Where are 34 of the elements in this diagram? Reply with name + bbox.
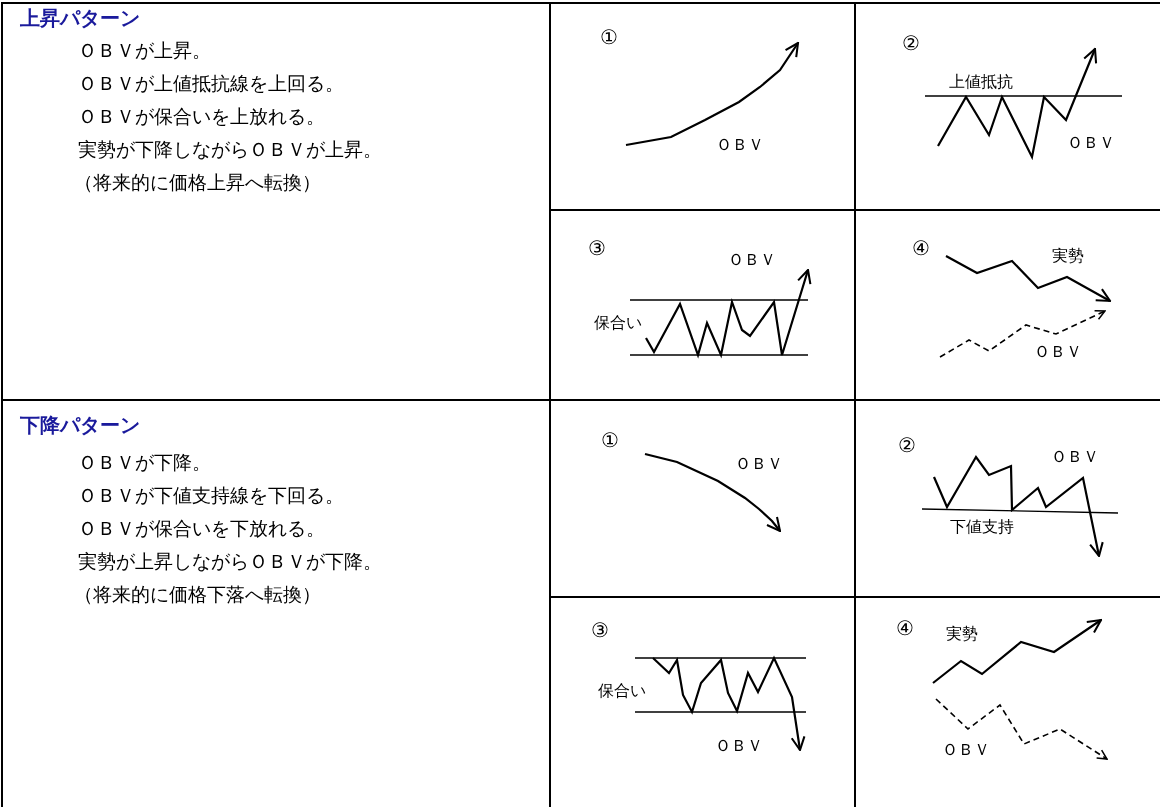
line-label: 保合い — [594, 315, 642, 331]
line-label: 上値抵抗 — [949, 74, 1013, 90]
line-label: ＯＢＶ — [1051, 449, 1099, 465]
panel-number: ① — [600, 27, 618, 47]
line-label: 実勢 — [946, 626, 978, 642]
condition-text: ＯＢＶが下降。 — [78, 452, 211, 472]
condition-text: ＯＢＶが保合いを上放れる。 — [78, 106, 325, 126]
panel-number: ④ — [912, 238, 930, 258]
panel-number: ④ — [896, 618, 914, 638]
line-label: ＯＢＶ — [942, 742, 990, 758]
line-label: 実勢 — [1052, 248, 1084, 264]
panel-number: ② — [898, 435, 916, 455]
line-label: ＯＢＶ — [716, 137, 764, 153]
condition-text: 実勢が下降しながらＯＢＶが上昇。 — [78, 139, 382, 159]
line-label: ＯＢＶ — [728, 252, 776, 268]
panel-number: ① — [601, 430, 619, 450]
line-label: ＯＢＶ — [1067, 135, 1115, 151]
note-text: （将来的に価格下落へ転換） — [74, 584, 321, 604]
panel-number: ③ — [588, 238, 606, 258]
note-text: （将来的に価格上昇へ転換） — [74, 172, 321, 192]
line-label: ＯＢＶ — [715, 738, 763, 754]
condition-text: ＯＢＶが保合いを下放れる。 — [78, 518, 325, 538]
panel-number: ② — [902, 33, 920, 53]
pattern-heading: 下降パターン — [20, 415, 140, 435]
condition-text: ＯＢＶが上昇。 — [78, 40, 211, 60]
line-label: ＯＢＶ — [1034, 344, 1082, 360]
line-label: ＯＢＶ — [735, 456, 783, 472]
panel-number: ③ — [591, 620, 609, 640]
line-label: 保合い — [598, 683, 646, 699]
line-label: 下値支持 — [950, 519, 1014, 535]
condition-text: ＯＢＶが下値支持線を下回る。 — [78, 485, 344, 505]
pattern-heading: 上昇パターン — [20, 8, 140, 28]
condition-text: ＯＢＶが上値抵抗線を上回る。 — [78, 73, 344, 93]
condition-text: 実勢が上昇しながらＯＢＶが下降。 — [78, 551, 382, 571]
